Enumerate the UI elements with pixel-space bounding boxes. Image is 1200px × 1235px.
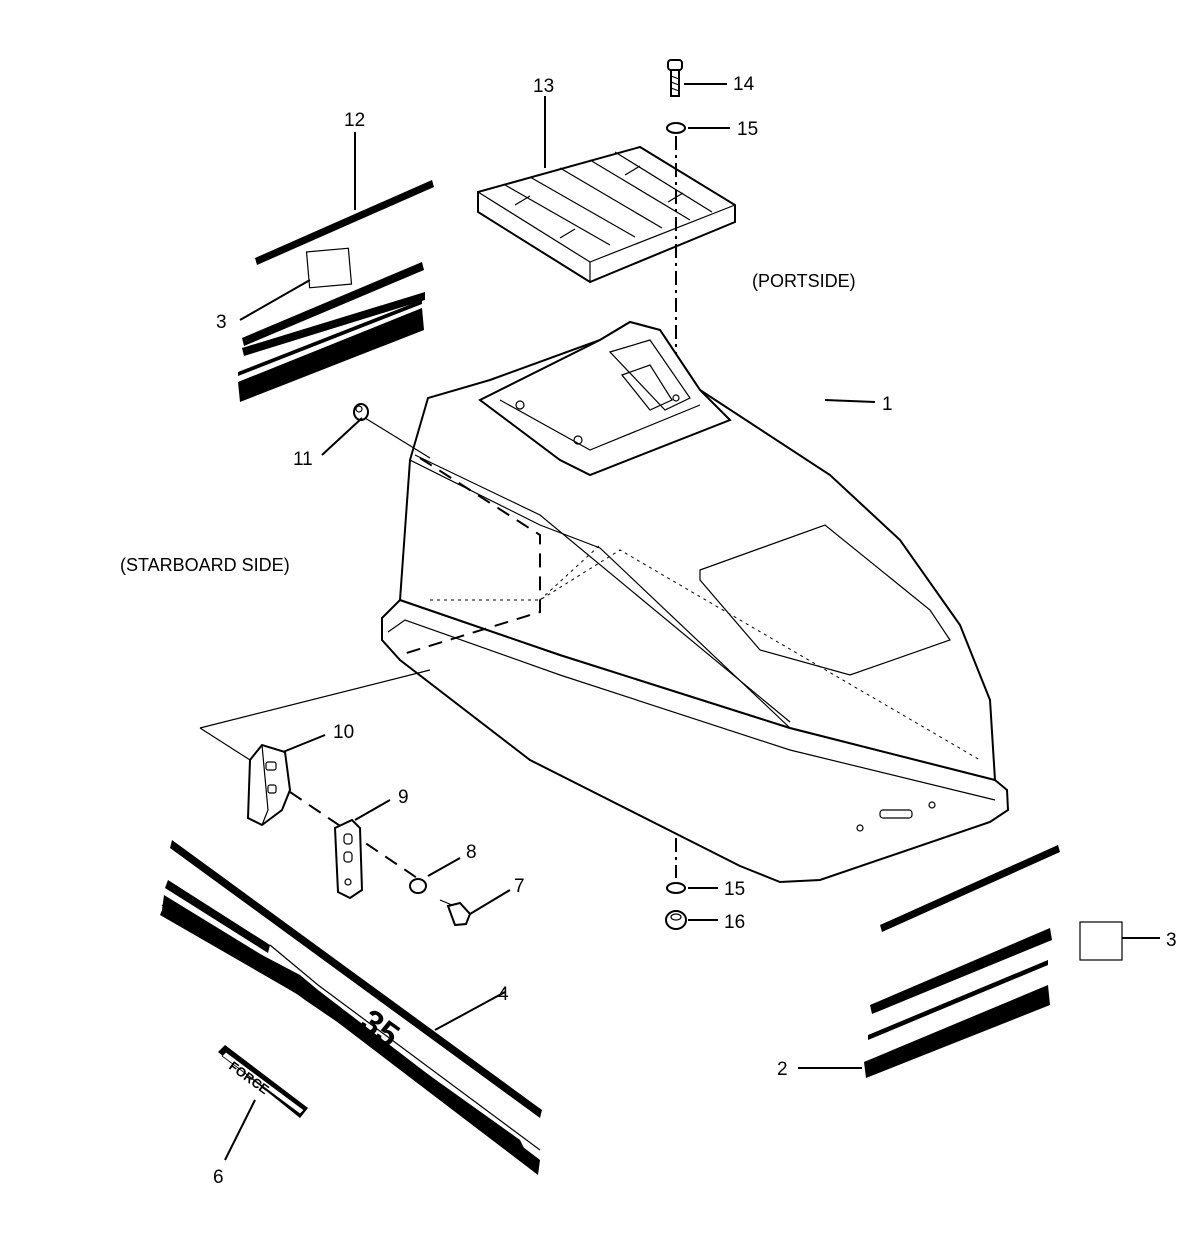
washer-8: [409, 878, 427, 894]
bracket-9: [333, 818, 364, 900]
decal-3-square-port: [1079, 921, 1123, 961]
screw-11-leader: [364, 417, 431, 459]
engine-cowl: [381, 320, 1010, 884]
bolt-14: [667, 59, 683, 97]
bracket-leader-upper: [199, 669, 431, 729]
top-cover-plate: [477, 145, 736, 284]
callout-9: 9: [398, 787, 409, 808]
bracket-hidden-outline: [399, 457, 541, 656]
callout-6: 6: [213, 1167, 224, 1188]
callout-12: 12: [344, 110, 365, 131]
decal-12-stripes: [238, 180, 434, 402]
brand-badge-6: FORCE: [218, 1045, 308, 1118]
callout-3-port: 3: [1166, 930, 1177, 951]
decal-3-square-starboard: [305, 247, 353, 289]
decal-4-stripe: 35: [160, 840, 542, 1175]
portside-label: (PORTSIDE): [752, 271, 856, 291]
screw-7: [439, 899, 472, 927]
decal-2-stripes: [864, 845, 1060, 1078]
callout-10: 10: [333, 722, 354, 743]
callout-2: 2: [777, 1059, 788, 1080]
callout-4: 4: [498, 984, 509, 1005]
callout-8: 8: [466, 842, 477, 863]
callout-14: 14: [733, 74, 755, 95]
callout-15-top: 15: [737, 119, 758, 140]
washer-15-top: [666, 122, 686, 134]
bracket-10: [246, 743, 292, 827]
callout-7: 7: [514, 876, 525, 897]
callout-13: 13: [533, 76, 554, 97]
nut-16: [665, 910, 687, 930]
callout-15-bottom: 15: [724, 879, 745, 900]
callout-3-starboard: 3: [216, 312, 227, 333]
washer-15-bottom: [666, 882, 686, 894]
leader-lines: [224, 83, 1160, 1161]
bracket-leader-lower: [199, 727, 251, 761]
callout-1: 1: [882, 394, 893, 415]
callout-16: 16: [724, 912, 745, 933]
starboard-label: (STARBOARD SIDE): [120, 555, 290, 575]
callout-11: 11: [293, 449, 313, 470]
